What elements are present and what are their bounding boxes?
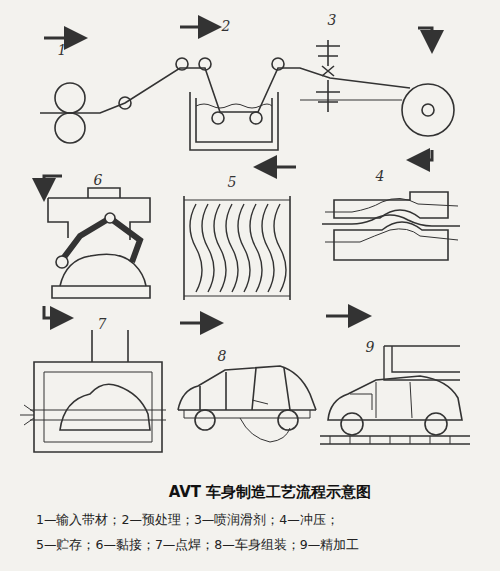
key-text: 5—贮存；6—黏接；7—点焊；8—车身组装；9—精加工: [36, 537, 359, 554]
callout-number: 5: [228, 174, 237, 190]
callout-number: 3: [328, 12, 337, 28]
callout-number: 4: [376, 168, 385, 184]
stored-sheet: [202, 204, 214, 292]
stored-sheet: [190, 204, 202, 292]
callout-number: 2: [222, 18, 231, 34]
stored-sheet: [238, 204, 250, 292]
stored-sheet: [274, 204, 286, 292]
callout-number: 6: [94, 172, 103, 188]
stored-sheet: [226, 204, 238, 292]
callout-number: 9: [366, 339, 375, 355]
stored-sheet: [250, 204, 262, 292]
diagram-title: AVT 车身制造工艺流程示意图: [169, 483, 372, 502]
callout-number: 8: [218, 348, 227, 364]
key-text: 1—输入带材；2—预处理；3—喷润滑剂；4—冲压；: [36, 512, 339, 529]
stored-sheet: [262, 204, 274, 292]
stored-sheet: [214, 204, 226, 292]
callout-number: 1: [58, 42, 67, 58]
callout-number: 7: [98, 316, 107, 332]
